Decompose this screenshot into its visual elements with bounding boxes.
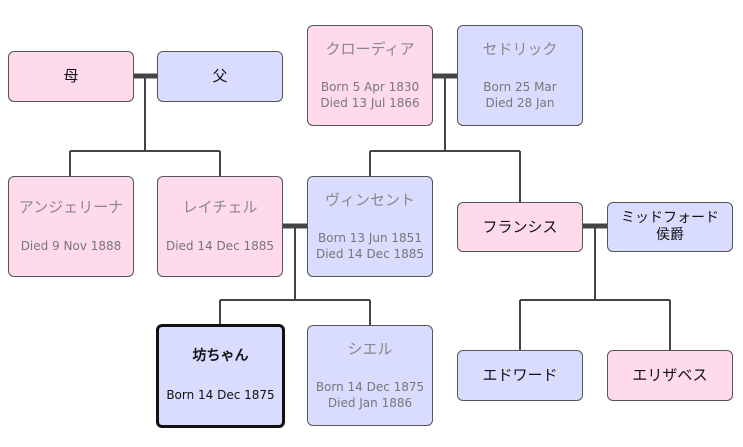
person-angelina[interactable]: アンジェリーナ Died 9 Nov 1888: [8, 176, 134, 277]
person-title: 侯爵: [656, 227, 684, 243]
death-date: Died 14 Dec 1885: [165, 239, 275, 254]
person-marquis-midford[interactable]: ミッドフォード 侯爵: [607, 202, 733, 252]
person-name: セドリック: [482, 39, 558, 58]
death-date: Died Jan 1886: [327, 395, 413, 410]
birth-date: Born 25 Mar: [483, 80, 557, 95]
death-date: Died 9 Nov 1888: [20, 239, 122, 254]
person-name: アンジェリーナ: [18, 198, 124, 217]
person-edward[interactable]: エドワード: [457, 350, 583, 401]
person-name: クローディア: [325, 39, 415, 58]
birth-date: Born 14 Dec 1875: [166, 387, 275, 402]
death-date: Died 14 Dec 1885: [315, 246, 425, 261]
person-bocchan[interactable]: 坊ちゃん Born 14 Dec 1875: [156, 324, 285, 428]
person-name: エドワード: [482, 366, 558, 385]
person-father[interactable]: 父: [157, 51, 283, 102]
person-rachel[interactable]: レイチェル Died 14 Dec 1885: [157, 176, 283, 277]
person-name: 父: [212, 67, 228, 86]
person-ciel[interactable]: シエル Born 14 Dec 1875 Died Jan 1886: [307, 325, 433, 426]
person-name-line1: ミッドフォード: [621, 209, 719, 226]
person-mother[interactable]: 母: [8, 51, 134, 102]
death-date: Died 28 Jan: [485, 95, 555, 110]
person-frances[interactable]: フランシス: [457, 202, 583, 252]
person-name: シエル: [347, 339, 393, 358]
person-elizabeth[interactable]: エリザベス: [607, 350, 733, 401]
birth-date: Born 14 Dec 1875: [315, 380, 425, 395]
person-name: フランシス: [482, 217, 558, 236]
birth-date: Born 13 Jun 1851: [318, 231, 422, 246]
person-name: 母: [63, 67, 79, 86]
person-claudia[interactable]: クローディア Born 5 Apr 1830 Died 13 Jul 1866: [307, 25, 433, 126]
person-cedric[interactable]: セドリック Born 25 Mar Died 28 Jan: [457, 25, 583, 126]
person-name: ヴィンセント: [324, 190, 415, 209]
person-vincent[interactable]: ヴィンセント Born 13 Jun 1851 Died 14 Dec 1885: [307, 176, 433, 277]
person-name: レイチェル: [182, 198, 258, 217]
person-name: エリザベス: [632, 366, 708, 385]
person-name: 坊ちゃん: [192, 348, 249, 365]
death-date: Died 13 Jul 1866: [320, 95, 420, 110]
birth-date: Born 5 Apr 1830: [320, 80, 420, 95]
